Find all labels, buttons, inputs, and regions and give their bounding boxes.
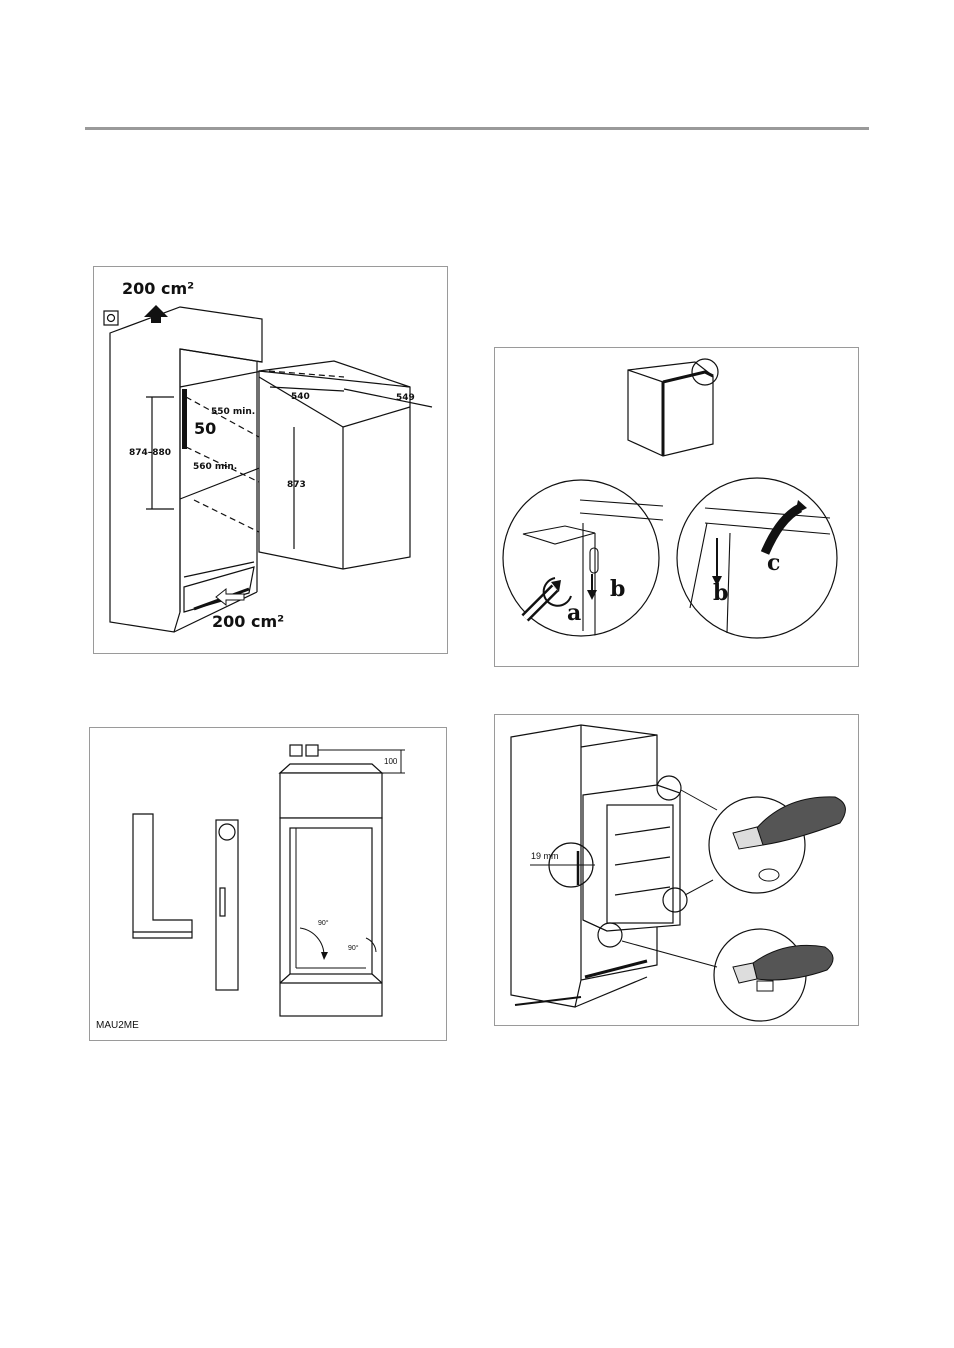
dim-873: 873 — [287, 480, 306, 490]
arrow-up-icon — [144, 305, 168, 323]
vent-bottom-label: 200 cm² — [212, 612, 284, 631]
header-rule — [85, 127, 869, 130]
dim-50: 50 — [194, 419, 216, 438]
hinge-detail-drawing: a b b c — [502, 358, 838, 639]
figure-fixing-brackets: 19 mm — [494, 714, 859, 1026]
step-b-left-label: b — [610, 576, 625, 602]
niche-alignment-drawing: 100 90° 90° MAU2ME — [96, 744, 405, 1031]
vent-top-label: 200 cm² — [122, 279, 194, 298]
step-b-right-label: b — [713, 580, 728, 606]
tool-handle-icon — [732, 796, 846, 992]
dim-540: 540 — [291, 392, 310, 402]
dim-19mm: 19 mm — [531, 851, 559, 861]
step-a-label: a — [567, 600, 581, 626]
step-c-label: c — [767, 550, 780, 576]
angle-left-label: 90° — [318, 919, 329, 927]
dim-height-range: 874–880 — [129, 448, 171, 458]
angle-right-label: 90° — [348, 944, 359, 952]
socket-icon — [289, 744, 303, 757]
figure-code: MAU2ME — [96, 1020, 139, 1031]
dim-549: 549 — [396, 393, 415, 403]
dim-100: 100 — [384, 757, 398, 766]
dim-550: 550 min. — [211, 407, 255, 417]
fixing-brackets-drawing: 19 mm — [510, 724, 846, 1022]
dim-560: 560 min. — [193, 462, 237, 472]
switch-icon — [305, 744, 319, 757]
figure-hinge-detail: a b b c — [494, 347, 859, 667]
niche-dimensions-drawing: 200 cm² 200 cm² 874–880 550 min. 560 min… — [103, 279, 433, 633]
figure-niche-alignment: 100 90° 90° MAU2ME — [89, 727, 447, 1041]
figure-niche-dimensions: 200 cm² 200 cm² 874–880 550 min. 560 min… — [93, 266, 448, 654]
socket-icon — [103, 310, 119, 326]
